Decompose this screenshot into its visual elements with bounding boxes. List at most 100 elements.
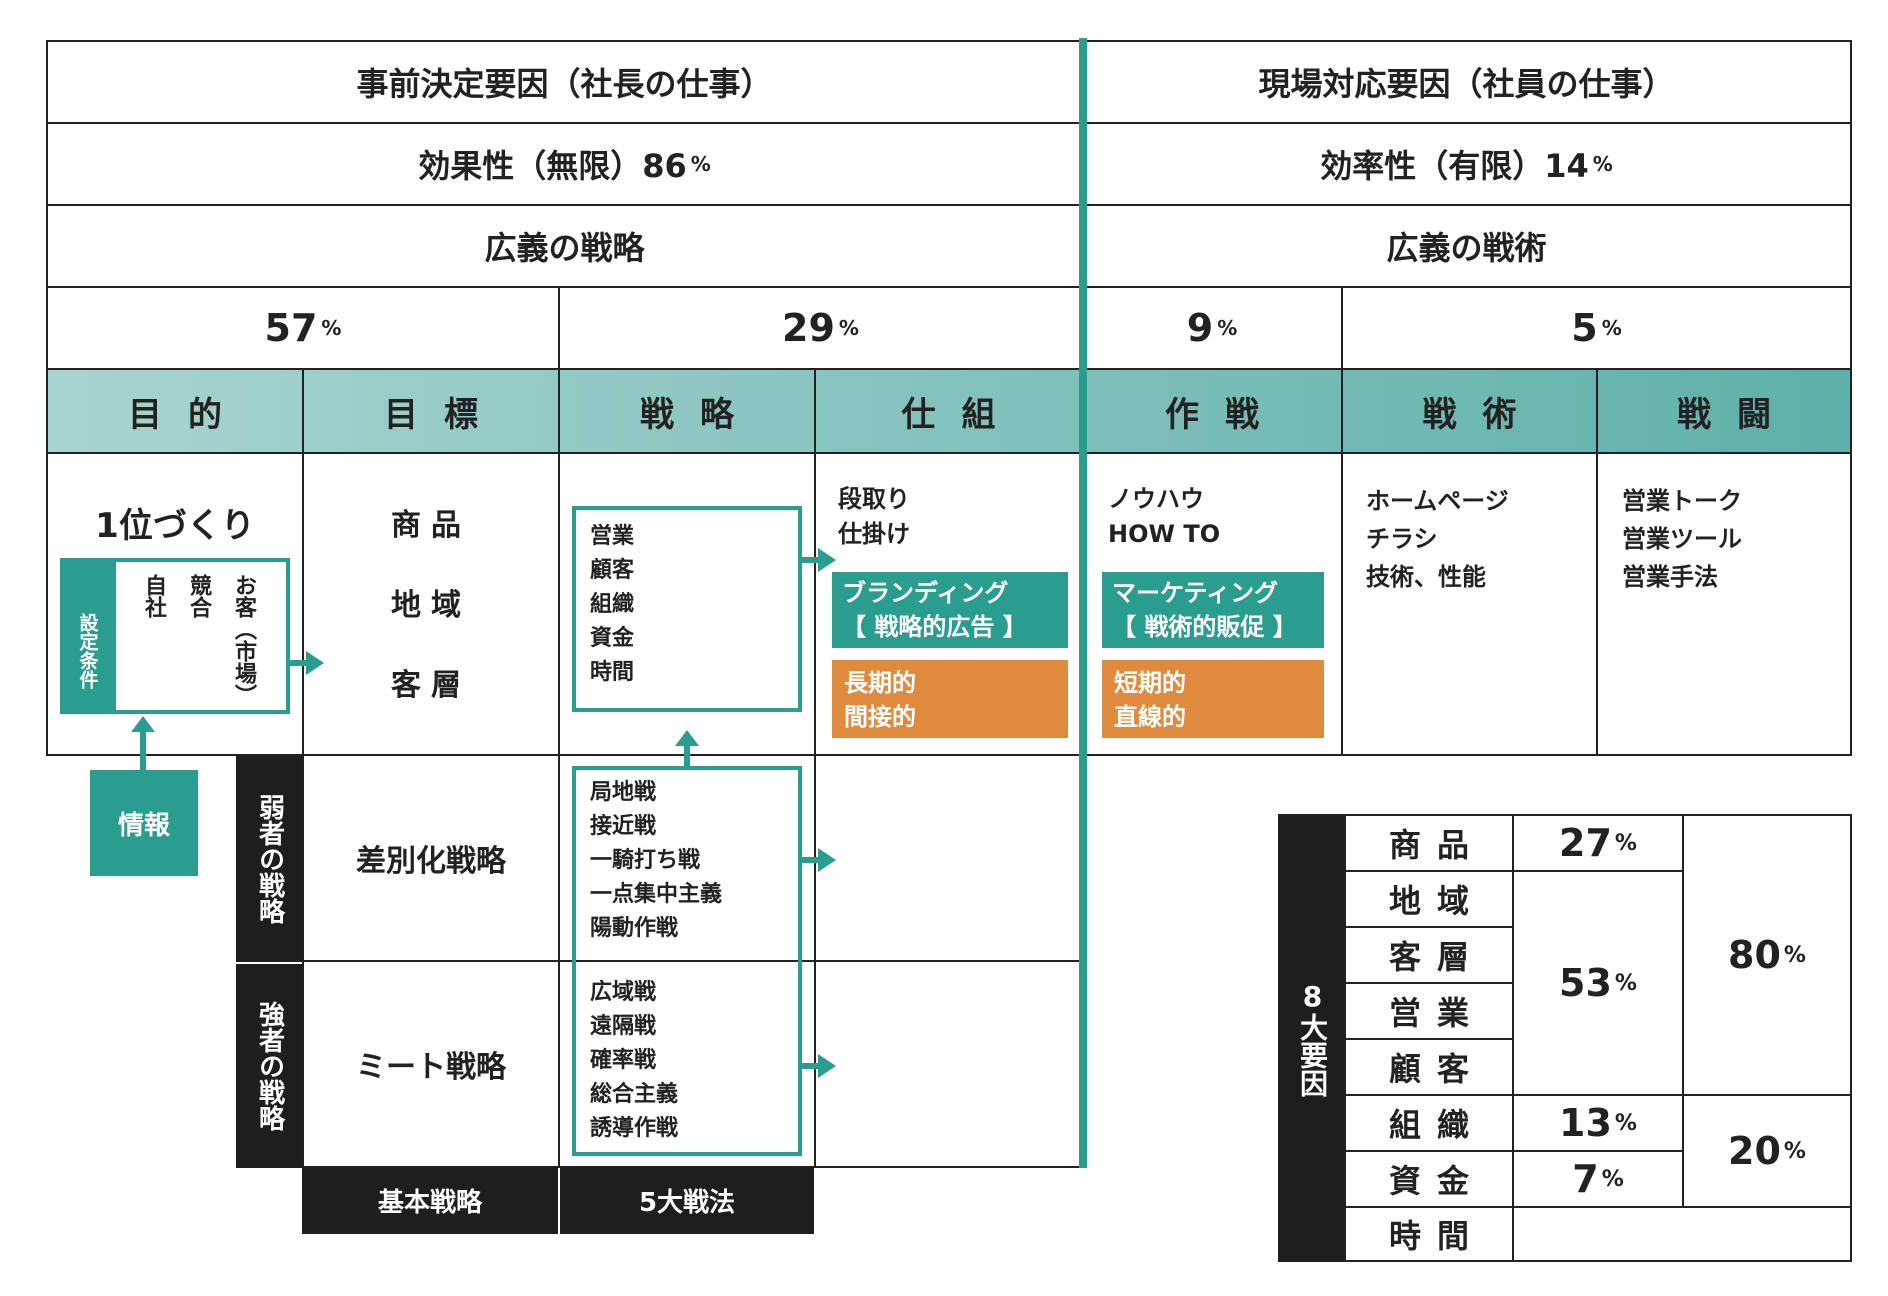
pct-7: 7 [1572,1157,1599,1201]
branding-box: ブランディング 【 戦略的広告 】 [832,572,1068,648]
factor-row: 商品 [1344,814,1514,872]
info-label: 情報 [117,810,170,841]
arrow-head-right-icon [818,1054,836,1078]
factor-row: 組織 [1344,1094,1514,1152]
pct-unit: % [1217,316,1238,340]
cat-label: 戦闘 [1677,394,1797,435]
info-box: 情報 [90,770,198,876]
pct-9-cell: 9% [1081,286,1343,370]
operation-lines: ノウハウ HOW TO [1108,485,1221,548]
factor-row: 顧客 [1344,1038,1514,1096]
pct-13-cell: 13% [1512,1094,1684,1152]
pct-13: 13 [1559,1101,1612,1145]
strategy-outline [572,506,802,712]
arrow-shaft [802,857,822,863]
left-effect-cell: 効果性（無限）86% [46,122,1083,206]
factor-label: 商品 [1388,826,1485,864]
pct-80-cell: 80% [1682,814,1852,1096]
cat-label: 目標 [384,394,504,435]
conditions-label: 設定条件 [60,558,116,714]
factor-row: 地域 [1344,870,1514,928]
goal-region: 地域 [391,588,471,623]
weak-side-label: 弱者の戦略 [236,756,304,962]
tactics-lines: ホームページ チラシ 技術、性能 [1366,487,1509,591]
cat-tactics: 戦術 [1341,368,1598,454]
factor-label: 客層 [1388,938,1485,976]
methods-divider [576,960,798,962]
empty-cell [1512,1206,1852,1262]
cat-label: 戦略 [640,394,760,435]
cat-purpose: 目的 [46,368,304,454]
strong-side-text: 強者の戦略 [254,1001,285,1131]
pct-unit: % [1601,316,1622,340]
strong-name-cell: ミート戦略 [302,960,560,1168]
strong-system-cell [814,960,1083,1168]
right-broad-cell: 広義の戦術 [1081,204,1852,288]
weak-methods: 局地戦 接近戦 一騎打ち戦 一点集中主義 陽動作戦 [590,780,723,941]
cat-goal: 目標 [302,368,560,454]
pct-unit: % [1614,1110,1637,1136]
pct-53-cell: 53% [1512,870,1684,1096]
cat-label: 目的 [128,394,248,435]
pct-unit: % [838,316,859,340]
operation-orange-box: 短期的 直線的 [1102,660,1324,738]
factor-label: 地域 [1388,882,1485,920]
strong-name: ミート戦略 [356,1050,506,1085]
strong-side-label: 強者の戦略 [236,964,304,1168]
pct-53: 53 [1559,961,1612,1005]
condition-jisha: 自社 [141,574,166,618]
tactics-cell [1341,452,1598,756]
cat-operation: 作戦 [1081,368,1343,454]
condition-kyogo: 競合 [186,574,211,618]
system-orange-box: 長期的 間接的 [832,660,1068,738]
cat-label: 戦術 [1422,394,1543,435]
factor-row: 時間 [1344,1206,1514,1262]
purpose-title: 1位づくり [95,506,255,546]
factor-label: 時間 [1388,1217,1485,1255]
right-title-cell: 現場対応要因（社員の仕事） [1081,40,1852,124]
arrow-head-up-icon [131,716,155,732]
pct-27: 27 [1559,821,1612,865]
left-broad: 広義の戦略 [484,229,645,267]
pct-29: 29 [782,306,835,350]
cat-combat: 戦闘 [1596,368,1852,454]
factor-label: 営業 [1388,994,1485,1032]
strong-method-cell [558,960,816,1168]
goal-segment: 客層 [391,668,471,703]
pct-5: 5 [1571,306,1598,350]
teal-divider [1079,38,1087,1168]
eight-factors-label: 8大要因 [1278,814,1346,1262]
methods-outline [572,766,802,1156]
factor-label: 組織 [1388,1106,1485,1144]
marketing-box: マーケティング 【 戦術的販促 】 [1102,572,1324,648]
factor-row: 資金 [1344,1150,1514,1208]
cat-label: 作戦 [1165,394,1285,435]
pct-20: 20 [1728,1129,1781,1173]
factor-label: 資金 [1388,1162,1485,1200]
cat-strategy: 戦略 [558,368,816,454]
right-effect-cell: 効率性（有限）14% [1081,122,1852,206]
pct-unit: % [1601,1166,1624,1192]
right-effect-unit: % [1592,152,1613,176]
left-title-cell: 事前決定要因（社長の仕事） [46,40,1083,124]
pct-unit: % [1783,1138,1806,1164]
five-tactics-label: 5大戦法 [560,1166,814,1234]
pct-unit: % [1614,970,1637,996]
pct-7-cell: 7% [1512,1150,1684,1208]
pct-unit: % [321,316,342,340]
right-broad: 広義の戦術 [1386,229,1547,267]
category-band [46,368,1852,454]
pct-unit: % [1783,942,1806,968]
arrow-shaft [684,744,690,768]
strategy-items: 営業 顧客 組織 資金 時間 [590,524,635,685]
combat-lines: 営業トーク 営業ツール 営業手法 [1622,487,1742,591]
condition-customer: お客（市場） [231,574,256,706]
right-effect: 効率性（有限）14 [1320,147,1589,185]
factor-label: 顧客 [1388,1050,1485,1088]
pct-27-cell: 27% [1512,814,1684,872]
pct-29-cell: 29% [558,286,1083,370]
pct-80: 80 [1728,933,1781,977]
weak-system-cell [814,754,1083,962]
strong-methods: 広域戦 遠隔戦 確率戦 総合主義 誘導作戦 [590,980,679,1141]
right-title: 現場対応要因（社員の仕事） [1258,65,1675,103]
